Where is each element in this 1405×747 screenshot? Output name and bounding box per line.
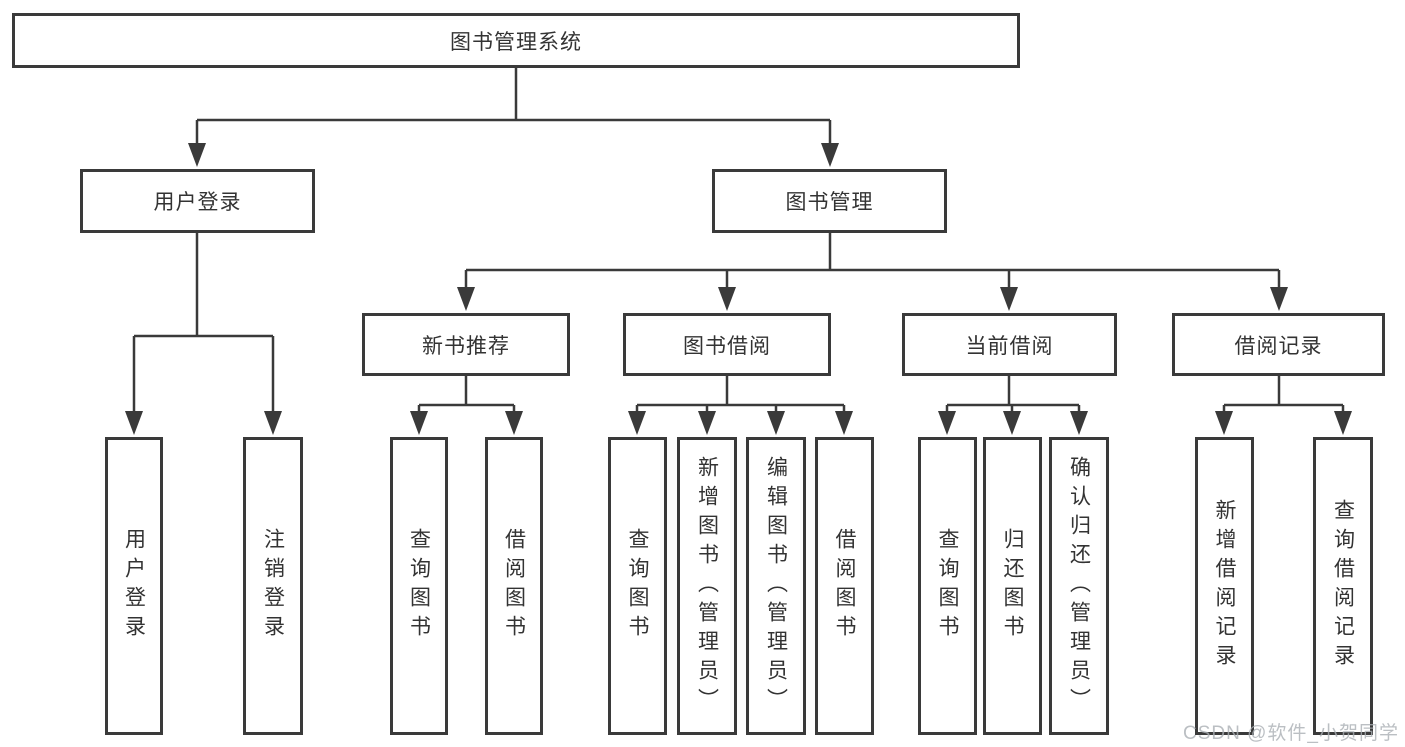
leaf-label: 编辑图书（管理员） — [764, 455, 788, 717]
leaf-add-borrow-record: 新增借阅记录 — [1195, 437, 1254, 735]
leaf-logout-login: 注销登录 — [243, 437, 303, 735]
leaf-recommend-query-books: 查询图书 — [390, 437, 448, 735]
leaf-recommend-borrow-books: 借阅图书 — [485, 437, 543, 735]
leaf-current-query-books: 查询图书 — [918, 437, 977, 735]
leaf-label: 查询借阅记录 — [1331, 499, 1355, 673]
node-library-management-system: 图书管理系统 — [12, 13, 1020, 68]
leaf-label: 借阅图书 — [833, 528, 856, 644]
leaf-label: 借阅图书 — [502, 528, 526, 644]
node-borrow-records: 借阅记录 — [1172, 313, 1385, 376]
leaf-label: 注销登录 — [261, 528, 285, 644]
leaf-label: 归还图书 — [1001, 528, 1024, 644]
node-user-login: 用户登录 — [80, 169, 315, 233]
leaf-query-borrow-record: 查询借阅记录 — [1313, 437, 1373, 735]
leaf-label: 查询图书 — [936, 528, 959, 644]
leaf-label: 用户登录 — [122, 528, 146, 644]
leaf-add-books-admin: 新增图书（管理员） — [677, 437, 737, 735]
leaf-label: 新增借阅记录 — [1213, 499, 1236, 673]
node-new-book-recommend: 新书推荐 — [362, 313, 570, 376]
leaf-label: 确认归还（管理员） — [1067, 455, 1091, 717]
leaf-label: 查询图书 — [626, 528, 649, 644]
leaf-borrow-query-books: 查询图书 — [608, 437, 667, 735]
node-book-management: 图书管理 — [712, 169, 947, 233]
csdn-watermark: CSDN @软件_小贺同学 — [1183, 723, 1399, 744]
leaf-label: 新增图书（管理员） — [695, 455, 719, 717]
leaf-return-books: 归还图书 — [983, 437, 1042, 735]
node-book-borrow: 图书借阅 — [623, 313, 831, 376]
leaf-borrow-borrow-books: 借阅图书 — [815, 437, 874, 735]
leaf-confirm-return-admin: 确认归还（管理员） — [1049, 437, 1109, 735]
leaf-user-login: 用户登录 — [105, 437, 163, 735]
node-current-borrow: 当前借阅 — [902, 313, 1117, 376]
leaf-label: 查询图书 — [407, 528, 431, 644]
leaf-edit-books-admin: 编辑图书（管理员） — [746, 437, 806, 735]
